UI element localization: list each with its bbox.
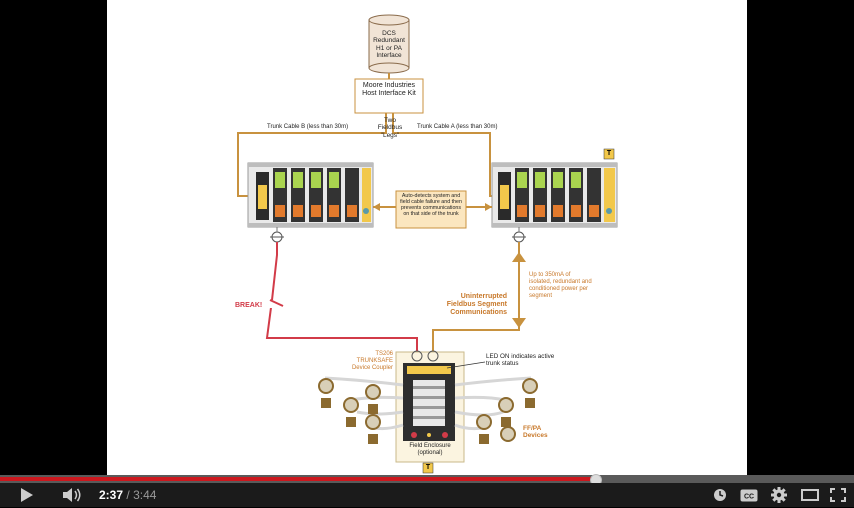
auto-detect-box bbox=[395, 190, 467, 229]
play-button[interactable] bbox=[14, 483, 40, 507]
right-module-rack bbox=[491, 162, 618, 228]
watch-later-button[interactable] bbox=[710, 483, 730, 507]
video-frame[interactable]: DCS Redundant H1 or PA Interface Moore I… bbox=[107, 0, 747, 475]
mute-button[interactable] bbox=[58, 483, 86, 507]
time-separator: / bbox=[126, 488, 130, 502]
uninterrupted-label: Uninterrupted Fieldbus Segment Communica… bbox=[446, 293, 507, 317]
dcs-label: DCS Redundant H1 or PA Interface bbox=[373, 30, 405, 60]
dcs-cylinder bbox=[368, 14, 410, 74]
theater-mode-icon bbox=[801, 489, 819, 501]
current-time: 2:37 bbox=[99, 488, 124, 502]
auto-detect-label: Auto-detects system and field cable fail… bbox=[400, 193, 462, 218]
trunksafe-diagram bbox=[237, 14, 618, 474]
clock-icon bbox=[714, 489, 726, 501]
svg-text:CC: CC bbox=[744, 493, 754, 500]
volume-icon bbox=[63, 488, 81, 502]
trunk-cable-b-label: Trunk Cable B (less than 30m) bbox=[267, 124, 349, 130]
t-badge-bottom-label: T bbox=[425, 464, 431, 471]
duration: 3:44 bbox=[133, 488, 157, 502]
player-control-bar: 2:37 / 3:44 CC bbox=[0, 483, 854, 507]
two-fieldbus-legs-label: Two Fieldbus "Legs" bbox=[377, 117, 403, 139]
field-enclosure-label: Field Enclosure (optional) bbox=[409, 443, 451, 456]
host-interface-kit-label: Moore Industries Host Interface Kit bbox=[362, 82, 416, 98]
t-badge-top bbox=[603, 148, 615, 160]
progress-played bbox=[0, 477, 596, 481]
captions-button[interactable]: CC bbox=[738, 483, 760, 507]
ff-pa-devices-label: FF/PA Devices bbox=[523, 425, 548, 440]
left-module-rack bbox=[247, 162, 374, 228]
field-devices-right bbox=[476, 378, 538, 444]
cc-icon: CC bbox=[740, 489, 758, 501]
field-devices-left bbox=[318, 378, 381, 444]
ts206-label: TS206 TRUNKSAFE Device Coupler bbox=[351, 351, 393, 371]
fullscreen-icon bbox=[830, 488, 846, 502]
t-badge-bottom bbox=[422, 462, 434, 474]
host-interface-kit-box bbox=[354, 78, 424, 114]
progress-bar[interactable] bbox=[0, 474, 854, 486]
power-label: Up to 350mA of isolated, redundant and c… bbox=[529, 272, 592, 299]
gear-icon bbox=[771, 487, 787, 503]
fullscreen-button[interactable] bbox=[826, 483, 850, 507]
trunk-cable-a-label: Trunk Cable A (less than 30m) bbox=[417, 124, 498, 130]
settings-button[interactable] bbox=[768, 483, 790, 507]
t-badge-top-label: T bbox=[606, 150, 612, 157]
theater-mode-button[interactable] bbox=[798, 483, 822, 507]
time-display: 2:37 / 3:44 bbox=[99, 483, 156, 507]
break-label: BREAK! bbox=[235, 302, 263, 309]
led-label: LED ON indicates active trunk status bbox=[486, 353, 555, 368]
play-icon bbox=[21, 488, 33, 502]
